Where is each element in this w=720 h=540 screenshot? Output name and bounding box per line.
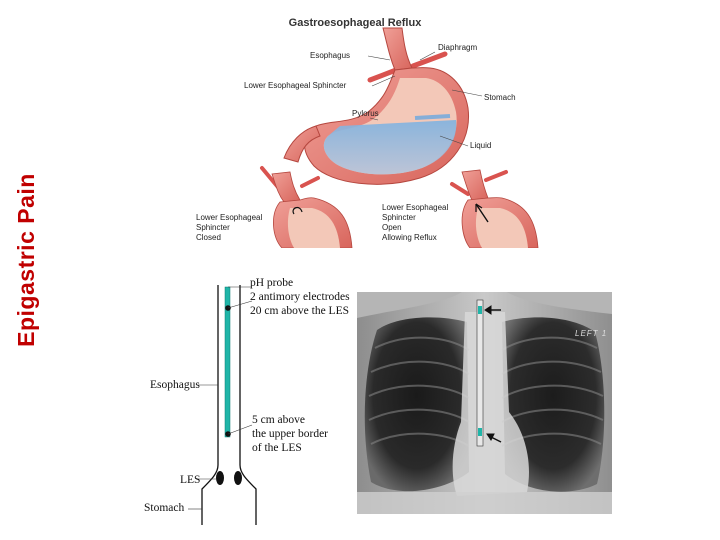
label-les: Lower Esophageal Sphincter	[244, 81, 347, 90]
diaphragm-shape	[367, 51, 448, 83]
label-diaphragm: Diaphragm	[438, 43, 477, 52]
xray-probe-line	[476, 299, 484, 447]
mediastinum	[452, 312, 529, 496]
esophagus-shape	[382, 27, 413, 71]
upper-electrode	[225, 305, 231, 311]
probe-esophagus-label: Esophagus	[150, 379, 200, 391]
duodenum-shape	[283, 125, 321, 163]
probe-bottom-note: 5 cm above the upper border of the LES	[252, 414, 331, 454]
closed-caption: Lower Esophageal Sphincter Closed	[196, 213, 265, 242]
xray-upper-sensor	[478, 306, 482, 314]
probe-diagram: pH probe 2 antimory electrodes 20 cm abo…	[144, 277, 353, 525]
label-esophagus: Esophagus	[310, 51, 350, 60]
reflux-arrow-icon	[475, 203, 483, 212]
reflux-title: Gastroesophageal Reflux	[289, 17, 423, 29]
lower-arrow-icon	[486, 433, 495, 441]
esophagus-left-wall	[201, 285, 219, 525]
closed-sphincter-diagram	[260, 166, 353, 248]
left-lung	[364, 317, 469, 492]
label-stomach: Stomach	[484, 93, 516, 102]
probe-stomach-label: Stomach	[144, 502, 184, 514]
xray-marker-label: LEFT 1	[575, 329, 607, 338]
probe-les-label: LES	[180, 474, 200, 486]
label-liquid: Liquid	[470, 141, 491, 150]
chest-xray-image: LEFT 1	[357, 292, 612, 514]
probe-top-note: pH probe 2 antimory electrodes 20 cm abo…	[250, 277, 353, 317]
label-pylorus: Pylorus	[352, 109, 379, 118]
les-left-muscle	[216, 471, 224, 485]
right-lung	[502, 317, 605, 492]
closed-arrow-icon	[292, 206, 303, 215]
open-sphincter-diagram	[450, 169, 539, 248]
xray-lower-sensor	[478, 428, 482, 436]
esophagus-right-wall	[239, 285, 257, 525]
reflux-diagram: Gastroesophageal Reflux Esophagus Diaphr…	[196, 17, 539, 248]
slide-title: Epigastric Pain	[13, 173, 39, 347]
les-right-muscle	[234, 471, 242, 485]
ph-probe	[224, 286, 231, 438]
open-caption: Lower Esophageal Sphincter Open Allowing…	[382, 203, 451, 242]
lower-electrode	[225, 431, 231, 437]
upper-arrow-icon	[484, 305, 492, 315]
stomach-liquid	[323, 120, 457, 175]
